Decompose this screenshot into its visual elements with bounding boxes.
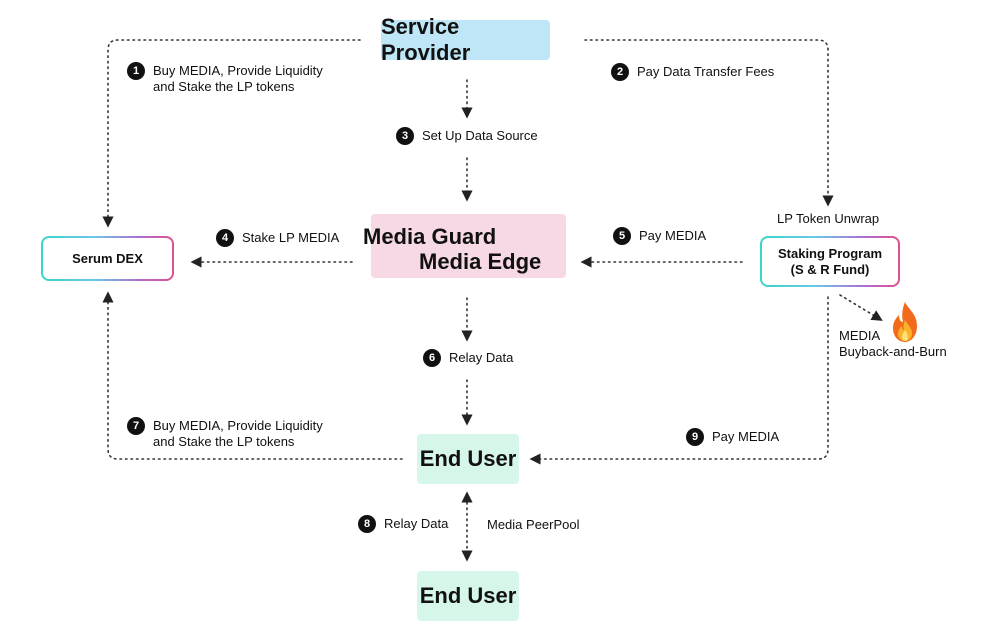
step-text: and Stake the LP tokens xyxy=(153,79,295,94)
step-number: 2 xyxy=(611,63,629,81)
step-number: 3 xyxy=(396,127,414,145)
step-3: 3 Set Up Data Source xyxy=(396,127,538,145)
step-text: Buy MEDIA, Provide Liquidity xyxy=(153,63,323,78)
staking-fund-label: (S & R Fund) xyxy=(790,261,870,277)
buyback-label: MEDIA Buyback-and-Burn xyxy=(839,328,947,360)
service-provider-node: Service Provider xyxy=(381,14,550,65)
step-text: Buy MEDIA, Provide Liquidity xyxy=(153,418,323,433)
serum-dex-node: Serum DEX xyxy=(41,236,174,281)
step-number: 1 xyxy=(127,62,145,80)
step-2: 2 Pay Data Transfer Fees xyxy=(611,63,775,81)
fire-icon xyxy=(893,302,917,342)
step-9: 9 Pay MEDIA xyxy=(686,428,780,446)
end-user-label-2: End User xyxy=(419,583,517,608)
staking-program-label: Staking Program xyxy=(777,245,883,261)
step-text: Pay Data Transfer Fees xyxy=(637,64,775,79)
buyback-line-1: MEDIA xyxy=(839,328,881,343)
edge-eu-to-dex xyxy=(102,291,403,460)
step-text: Stake LP MEDIA xyxy=(242,230,340,245)
media-guard-node: Media Guard Media Edge xyxy=(363,214,566,278)
serum-dex-label: Serum DEX xyxy=(72,250,143,266)
edge-staking-to-burn xyxy=(839,294,883,321)
lp-token-unwrap-label: LP Token Unwrap xyxy=(777,211,880,226)
edge-sp-to-staking xyxy=(584,39,834,207)
step-text: and Stake the LP tokens xyxy=(153,434,295,449)
step-1: 1 Buy MEDIA, Provide Liquidity and Stake… xyxy=(127,62,323,95)
step-text: Pay MEDIA xyxy=(639,228,707,243)
step-text: Relay Data xyxy=(384,516,449,531)
step-5: 5 Pay MEDIA xyxy=(613,227,707,245)
step-number: 5 xyxy=(613,227,631,245)
edge-staking-to-eu xyxy=(529,296,829,465)
buyback-line-2: Buyback-and-Burn xyxy=(839,344,947,359)
service-provider-label: Service Provider xyxy=(381,14,471,65)
step-7: 7 Buy MEDIA, Provide Liquidity and Stake… xyxy=(127,417,323,450)
media-guard-label: Media Guard xyxy=(363,224,497,249)
step-text: Pay MEDIA xyxy=(712,429,780,444)
edge-sp-to-dex xyxy=(102,39,361,228)
step-6: 6 Relay Data xyxy=(423,349,514,367)
end-user-node-1: End User xyxy=(417,434,519,484)
step-4: 4 Stake LP MEDIA xyxy=(216,229,340,247)
end-user-label-1: End User xyxy=(419,446,517,471)
step-number: 7 xyxy=(127,417,145,435)
step-number: 8 xyxy=(358,515,376,533)
step-text: Relay Data xyxy=(449,350,514,365)
step-text: Set Up Data Source xyxy=(422,128,538,143)
media-edge-label: Media Edge xyxy=(419,249,542,274)
peerpool-label: Media PeerPool xyxy=(487,517,580,532)
staking-program-node: Staking Program (S & R Fund) xyxy=(760,236,900,287)
step-number: 6 xyxy=(423,349,441,367)
step-number: 4 xyxy=(216,229,234,247)
end-user-node-2: End User xyxy=(417,571,519,621)
step-8: 8 Relay Data xyxy=(358,515,449,533)
step-number: 9 xyxy=(686,428,704,446)
